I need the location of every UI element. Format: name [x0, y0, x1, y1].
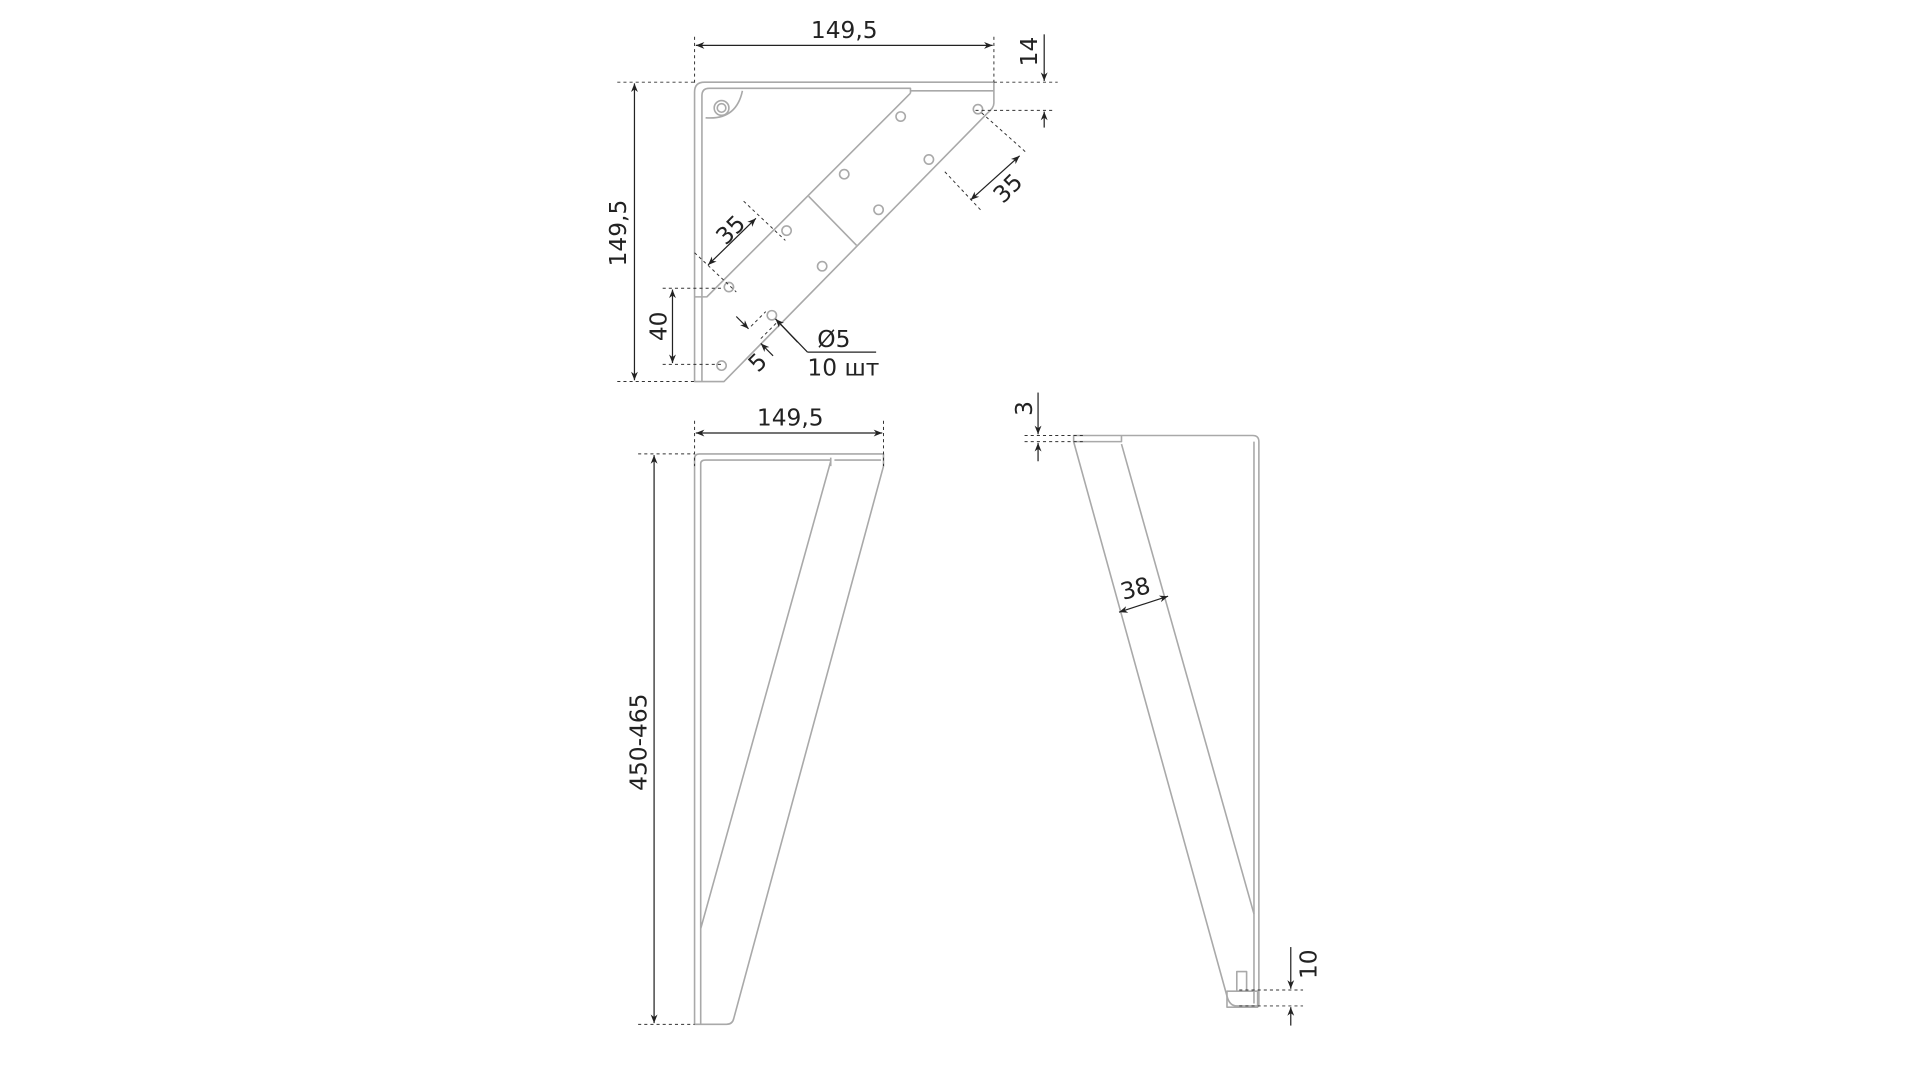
hole	[838, 168, 850, 180]
dimension-leg-width: 149,5	[694, 405, 884, 467]
dimension-leg-height: 450-465	[626, 453, 695, 1025]
bracket-outline	[693, 81, 995, 383]
side-strut	[1120, 443, 1255, 915]
hole	[716, 360, 728, 372]
bracket-hinge-line	[808, 195, 858, 246]
leg-side-view: 3 38 10	[1011, 392, 1323, 1026]
mounting-holes	[716, 103, 984, 372]
leg-inner-diagonal	[699, 457, 882, 929]
side-inner-vertical	[1073, 435, 1255, 1004]
dimension-hole-spacing-right: 35	[944, 112, 1028, 212]
dim-label: 149,5	[757, 405, 824, 432]
dim-label: 10	[1296, 949, 1323, 979]
pivot-arc	[705, 90, 744, 119]
dimension-top-thickness: 3	[1011, 392, 1086, 462]
bracket-inner-vertical	[701, 87, 912, 382]
dimension-hole-spacing-left: 35	[694, 200, 786, 293]
leg-front-view: 149,5 450-465	[626, 405, 885, 1026]
foot-screw-icon	[1235, 970, 1248, 993]
leg-inner-vertical	[699, 459, 831, 1025]
dim-label: 38	[1118, 572, 1154, 606]
dimension-foot-height: 10	[1239, 947, 1323, 1026]
hole	[873, 204, 885, 216]
dim-label: 450-465	[626, 694, 653, 791]
dim-label: 14	[1016, 37, 1043, 67]
dim-label: 35	[988, 168, 1028, 208]
dim-label: 3	[1011, 401, 1038, 416]
dim-label: 5	[743, 348, 773, 378]
bracket-top-view: 149,5 149,5 14 35 35	[605, 17, 1058, 383]
hole-diameter-label: Ø5	[817, 326, 850, 353]
dim-label: 149,5	[605, 200, 632, 267]
hole	[781, 225, 793, 237]
hole	[972, 103, 984, 115]
dimension-bracket-height: 149,5	[605, 81, 695, 383]
dimension-bottom-offset: 40	[645, 287, 725, 365]
hole	[923, 154, 935, 165]
dimension-top-offset: 14	[975, 34, 1058, 128]
hole	[816, 260, 828, 272]
hole-count-label: 10 шт	[807, 354, 879, 381]
hole-callout: Ø5 10 шт	[775, 318, 879, 381]
dim-label: 35	[711, 210, 751, 250]
hole	[723, 281, 735, 293]
dimension-strut-width: 38	[1118, 572, 1169, 613]
dim-label: 40	[645, 311, 672, 341]
leg-outline	[693, 453, 885, 1026]
foot-plate	[1226, 990, 1259, 1008]
bracket-inner-diagonal	[694, 92, 912, 298]
hole	[895, 111, 907, 123]
dim-label: 149,5	[811, 17, 878, 44]
dimension-bracket-width: 149,5	[694, 17, 995, 86]
pivot-rivet-inner	[716, 102, 727, 114]
side-outline	[1072, 434, 1260, 1007]
hole	[766, 309, 778, 321]
dimension-edge-distance: 5	[735, 311, 779, 378]
